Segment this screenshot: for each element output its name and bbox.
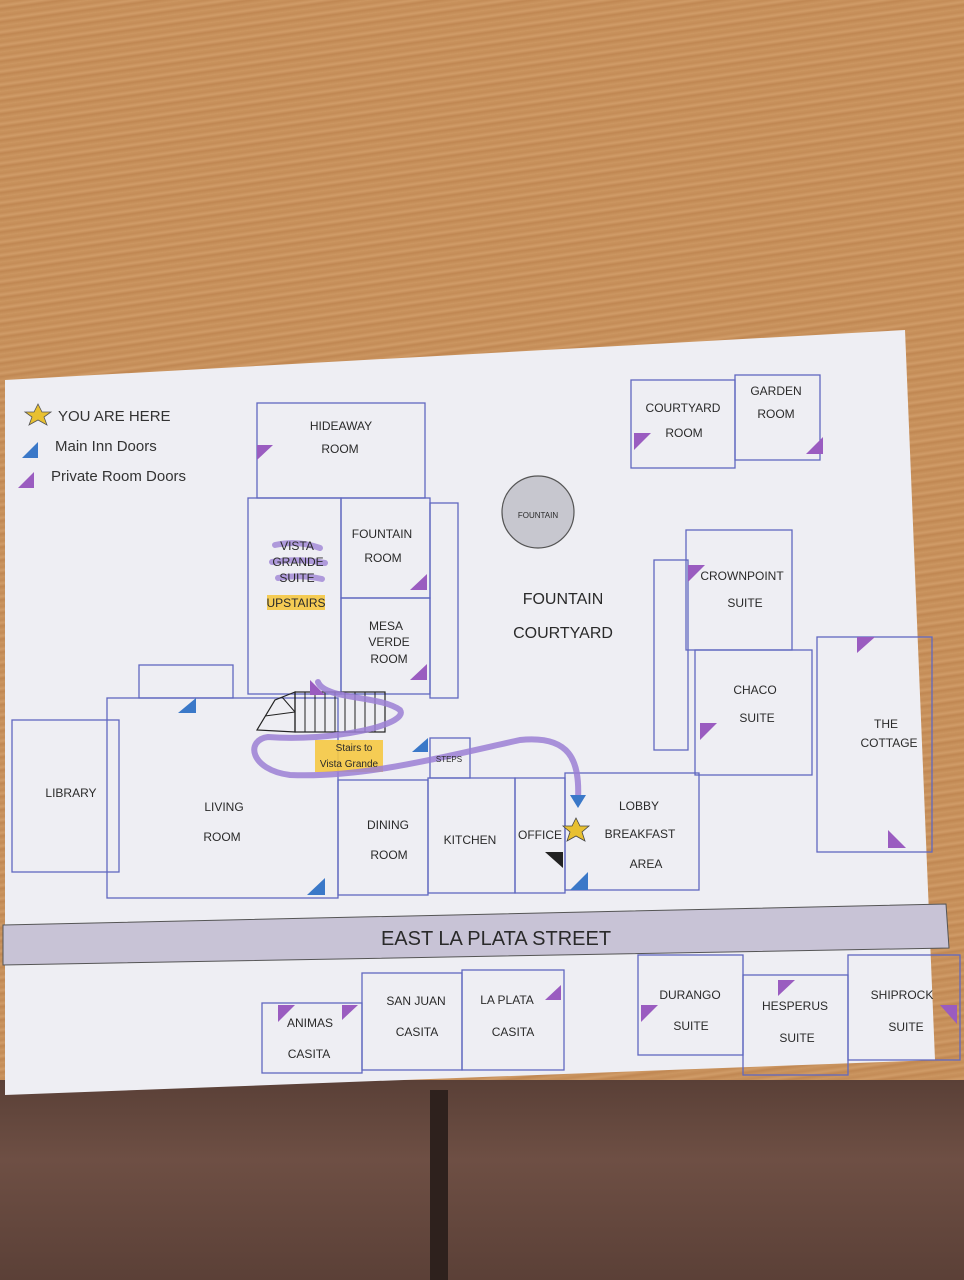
lobby-label-1: LOBBY [619,799,659,813]
sanjuan-label-1: SAN JUAN [386,994,445,1008]
route-to-vista-grande [251,679,582,803]
main-door-icon [22,442,38,458]
east-la-plata-street [2,903,950,966]
laplata-label-1: LA PLATA [480,993,534,1007]
east-annex [429,502,459,699]
shiprock-suite [847,954,961,1061]
private-door-icon [18,472,34,488]
sanjuan-label-2: CASITA [396,1025,438,1039]
lap-gap [430,1090,448,1280]
living-label-1: LIVING [204,800,243,814]
private-doors [257,433,957,1024]
vista-label-2: GRANDE [272,555,323,569]
office-door-icon [545,852,563,868]
garden-room [734,374,821,461]
cottage-label-2: COTTAGE [860,736,917,750]
mesa-label-2: VERDE [368,635,409,649]
vista-label-1: VISTA [280,539,314,553]
fountain-room-label-2: ROOM [364,551,401,565]
crownpoint-label-2: SUITE [727,596,762,610]
vista-highlight-marks [269,540,328,582]
hesperus-label-2: SUITE [779,1031,814,1045]
fountain-courtyard-label-1: FOUNTAIN [523,591,604,608]
lap-background [0,1080,964,1280]
shiprock-label-2: SUITE [888,1020,923,1034]
legend-main-doors: Main Inn Doors [55,438,157,455]
durango-label-1: DURANGO [659,988,720,1002]
upstairs-highlight [267,595,325,610]
fountain-courtyard-label-2: COURTYARD [513,625,613,642]
chaco-label-1: CHACO [733,683,776,697]
garden-label-2: ROOM [757,407,794,421]
paper-sheet [5,330,935,1095]
legend-you-are-here: YOU ARE HERE [58,408,171,425]
star-icon [23,403,53,426]
lobby-breakfast-area [564,772,700,891]
shiprock-label-1: SHIPROCK [871,988,934,1002]
mesa-label-1: MESA [369,619,403,633]
animas-label-2: CASITA [288,1047,330,1061]
courtyard-room-label-1: COURTYARD [646,401,721,415]
crownpoint-annex [653,559,689,751]
stairs-label-1: Stairs to [336,743,373,754]
animas-label-1: ANIMAS [287,1016,333,1030]
library-label: LIBRARY [45,786,96,800]
library [11,719,120,873]
dining-label-1: DINING [367,818,409,832]
main-doors [178,698,588,895]
hideaway-label-1: HIDEAWAY [310,419,372,433]
garden-label-1: GARDEN [750,384,801,398]
crownpoint-label-1: CROWNPOINT [700,569,784,583]
vista-label-3: SUITE [279,571,314,585]
stairs-highlight [315,740,383,772]
living-label-2: ROOM [203,830,240,844]
hesperus-label-1: HESPERUS [762,999,828,1013]
office-label: OFFICE [518,828,562,842]
upstairs-label: UPSTAIRS [266,596,325,610]
dining-label-2: ROOM [370,848,407,862]
room-labels: HIDEAWAY ROOM VISTA GRANDE SUITE UPSTAIR… [45,384,933,1061]
route-arrow-icon [570,795,586,808]
lobby-label-3: AREA [630,857,663,871]
lobby-label-2: BREAKFAST [605,827,676,841]
street-label: EAST LA PLATA STREET [381,928,611,950]
kitchen-label: KITCHEN [444,833,497,847]
la-plata-casita [461,969,565,1071]
chaco-suite [694,649,813,776]
room-outlines [11,374,961,1076]
fountain-label: FOUNTAIN [518,511,559,520]
fountain-circle [501,475,575,549]
steps-label: STEPS [436,755,462,764]
durango-label-2: SUITE [673,1019,708,1033]
laplata-label-2: CASITA [492,1025,534,1039]
chaco-label-2: SUITE [739,711,774,725]
mesa-label-3: ROOM [370,652,407,666]
stairs-label-2: Vista Grande [320,759,379,770]
legend-private-doors: Private Room Doors [51,468,186,485]
legend: YOU ARE HERE Main Inn Doors Private Room… [18,403,186,488]
hideaway-label-2: ROOM [321,442,358,456]
courtyard-room-label-2: ROOM [665,426,702,440]
you-are-here-star-icon [561,817,591,842]
fountain-room-label-1: FOUNTAIN [352,527,412,541]
cottage-label-1: THE [874,717,898,731]
